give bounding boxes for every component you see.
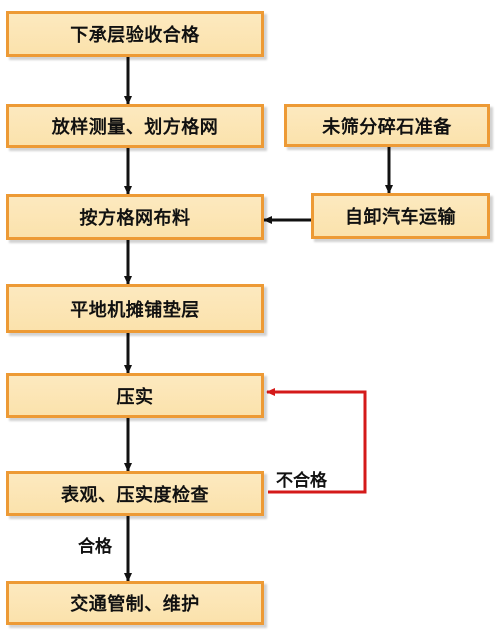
side-step-1-label: 未筛分碎石准备 [322, 116, 452, 138]
pass-label: 合格 [78, 537, 112, 557]
step-3-label: 按方格网布料 [79, 208, 191, 229]
side-step-2-label: 自卸汽车运输 [345, 207, 456, 228]
step-7-box: 交通管制、维护 [6, 581, 264, 625]
step-4-label: 平地机摊铺垫层 [70, 299, 200, 321]
step-2-box: 放样测量、划方格网 [6, 104, 264, 148]
fail-label: 不合格 [276, 471, 327, 491]
step-5-box: 压实 [6, 373, 264, 418]
side-step-1-box: 未筛分碎石准备 [284, 104, 490, 147]
step-6-label: 表观、压实度检查 [61, 484, 209, 506]
step-1-box: 下承层验收合格 [6, 11, 264, 57]
side-step-2-box: 自卸汽车运输 [311, 193, 490, 239]
step-5-label: 压实 [116, 386, 154, 408]
step-6-box: 表观、压实度检查 [6, 471, 264, 516]
step-7-label: 交通管制、维护 [70, 594, 200, 615]
step-1-label: 下承层验收合格 [70, 25, 200, 46]
step-2-label: 放样测量、划方格网 [51, 117, 219, 138]
step-3-box: 按方格网布料 [6, 194, 264, 240]
step-4-box: 平地机摊铺垫层 [6, 284, 264, 333]
